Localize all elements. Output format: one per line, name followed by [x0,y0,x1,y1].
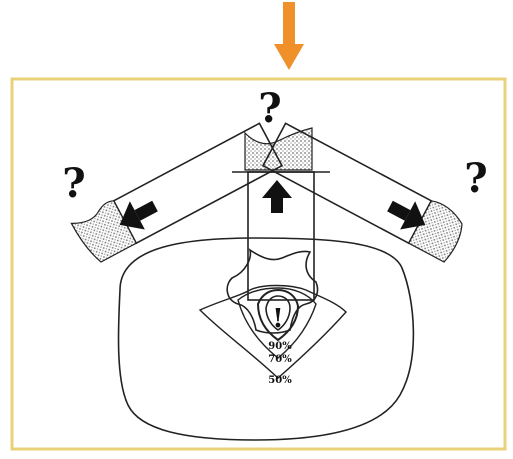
isodose-label-70: 70% [268,354,292,365]
orange-down-arrow-icon [274,2,304,70]
isodose-label-90: 90% [268,341,292,352]
target-mark: ! [272,304,283,334]
beam-label-right: ? [464,155,487,202]
beam-label-top: ? [258,85,281,132]
isodose-label-50: 50% [268,375,292,386]
figure-frame [12,79,505,449]
beam-label-left: ? [62,160,85,207]
